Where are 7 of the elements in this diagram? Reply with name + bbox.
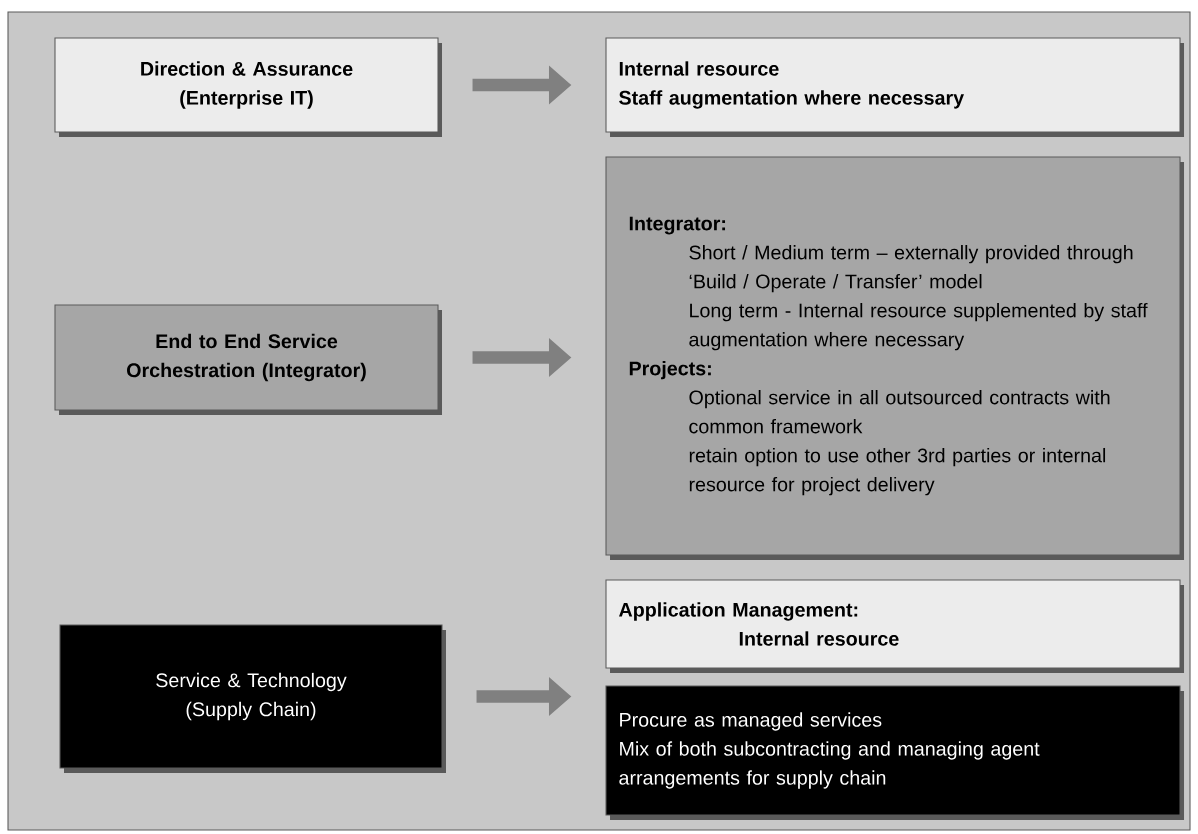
- resource-box: Application Management: Internal resource: [605, 579, 1184, 673]
- resource-box: Internal resource Staff augmentation where necessary: [605, 37, 1184, 137]
- role-box: Service & Technology (Supply Chain): [59, 624, 446, 773]
- role-box: Direction & Assurance (Enterprise IT): [54, 37, 442, 137]
- resource-box: Integrator: Short / Medium term – externally provided through ‘Build / Operate / Transfer’ model Long term - Internal resource supplemented by staff augmentation where necessary Projects: Optional service in all outsourced contracts with common framework retain option to use other 3rd parties or internal resource for project delivery: [605, 156, 1184, 560]
- resource-box: Procure as managed services Mix of both subcontracting and managing agent arrangements for supply chain: [605, 685, 1184, 820]
- role-box: End to End Service Orchestration (Integrator): [54, 304, 442, 415]
